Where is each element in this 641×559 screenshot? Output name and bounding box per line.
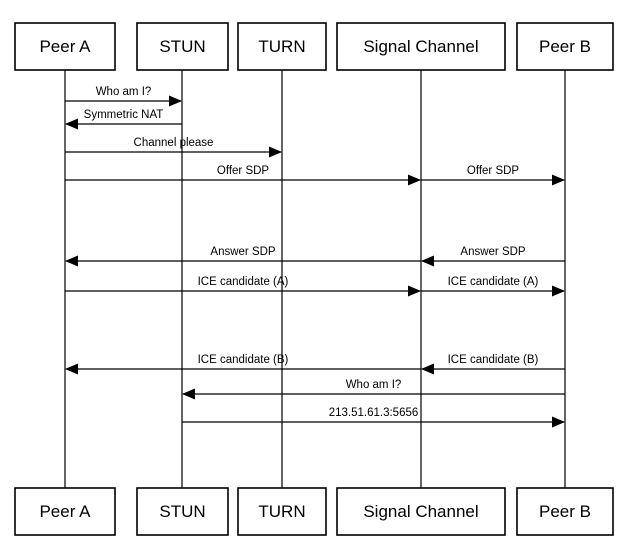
actor-label-turn: TURN: [258, 37, 305, 56]
message-label: ICE candidate (A): [448, 276, 539, 288]
message-label: ICE candidate (A): [198, 276, 289, 288]
message-arrowhead: [65, 255, 78, 267]
actor-boxes-top: Peer A STUN TURN Signal Channel Peer B: [14, 22, 614, 71]
actor-label-stun: STUN: [159, 502, 205, 521]
message-arrowhead: [65, 118, 78, 130]
message-m10[interactable]: ICE candidate (B): [65, 354, 421, 375]
message-m4[interactable]: Offer SDP: [65, 165, 421, 186]
message-m1[interactable]: Who am I?: [65, 86, 182, 107]
actor-label-signal: Signal Channel: [363, 502, 478, 521]
actor-label-peerB: Peer B: [539, 502, 591, 521]
message-m11[interactable]: ICE candidate (B): [421, 354, 565, 375]
actor-box-frame: [14, 22, 116, 71]
message-label: Offer SDP: [467, 165, 520, 177]
actor-label-peerA: Peer A: [39, 502, 91, 521]
message-arrowhead: [421, 255, 434, 267]
message-arrowhead: [269, 146, 282, 158]
actor-label-peerA: Peer A: [39, 37, 91, 56]
message-label: Answer SDP: [460, 246, 526, 258]
message-label: ICE candidate (B): [448, 354, 539, 366]
actor-label-signal: Signal Channel: [363, 37, 478, 56]
actor-box-frame: [14, 487, 116, 536]
message-arrowhead: [552, 416, 565, 428]
message-arrowhead: [421, 363, 434, 375]
message-label: 213.51.61.3:5656: [329, 407, 419, 419]
actor-box-stun-bottom[interactable]: STUN: [136, 487, 229, 536]
message-m7[interactable]: Answer SDP: [421, 246, 565, 267]
message-m9[interactable]: ICE candidate (A): [421, 276, 565, 297]
message-arrowhead: [182, 388, 195, 400]
message-arrowhead: [169, 95, 182, 107]
actor-box-frame: [516, 487, 614, 536]
message-label: Who am I?: [96, 86, 152, 98]
message-arrowhead: [552, 174, 565, 186]
message-m2[interactable]: Symmetric NAT: [65, 109, 182, 130]
actor-box-peerB-bottom[interactable]: Peer B: [516, 487, 614, 536]
actor-box-frame: [336, 22, 506, 71]
message-m13[interactable]: 213.51.61.3:5656: [182, 407, 565, 428]
message-m3[interactable]: Channel please: [65, 137, 282, 158]
message-label: Who am I?: [346, 379, 402, 391]
message-arrowhead: [552, 285, 565, 297]
message-label: Answer SDP: [210, 246, 276, 258]
actor-box-stun-top[interactable]: STUN: [136, 22, 229, 71]
message-m5[interactable]: Offer SDP: [421, 165, 565, 186]
actor-box-signal-bottom[interactable]: Signal Channel: [336, 487, 506, 536]
actor-box-frame: [136, 487, 229, 536]
message-label: ICE candidate (B): [198, 354, 289, 366]
message-arrowhead: [65, 363, 78, 375]
actor-label-stun: STUN: [159, 37, 205, 56]
lifelines-group: [64, 70, 566, 488]
actor-box-frame: [516, 22, 614, 71]
message-label: Symmetric NAT: [84, 109, 164, 121]
actor-box-frame: [336, 487, 506, 536]
actor-box-peerA-bottom[interactable]: Peer A: [14, 487, 116, 536]
message-m8[interactable]: ICE candidate (A): [65, 276, 421, 297]
actor-boxes-bottom: Peer A STUN TURN Signal Channel Peer B: [14, 487, 614, 536]
actor-label-turn: TURN: [258, 502, 305, 521]
message-m12[interactable]: Who am I?: [182, 379, 565, 400]
message-label: Offer SDP: [217, 165, 270, 177]
messages-group: Who am I? Symmetric NAT Channel pleaseOffe…: [65, 86, 565, 428]
actor-label-peerB: Peer B: [539, 37, 591, 56]
actor-box-turn-bottom[interactable]: TURN: [237, 487, 327, 536]
actor-box-turn-top[interactable]: TURN: [237, 22, 327, 71]
message-m6[interactable]: Answer SDP: [65, 246, 421, 267]
actor-box-frame: [237, 22, 327, 71]
actor-box-frame: [136, 22, 229, 71]
message-arrowhead: [408, 174, 421, 186]
actor-box-peerA-top[interactable]: Peer A: [14, 22, 116, 71]
actor-box-peerB-top[interactable]: Peer B: [516, 22, 614, 71]
actor-box-signal-top[interactable]: Signal Channel: [336, 22, 506, 71]
actor-box-frame: [237, 487, 327, 536]
message-arrowhead: [408, 285, 421, 297]
message-label: Channel please: [134, 137, 214, 149]
